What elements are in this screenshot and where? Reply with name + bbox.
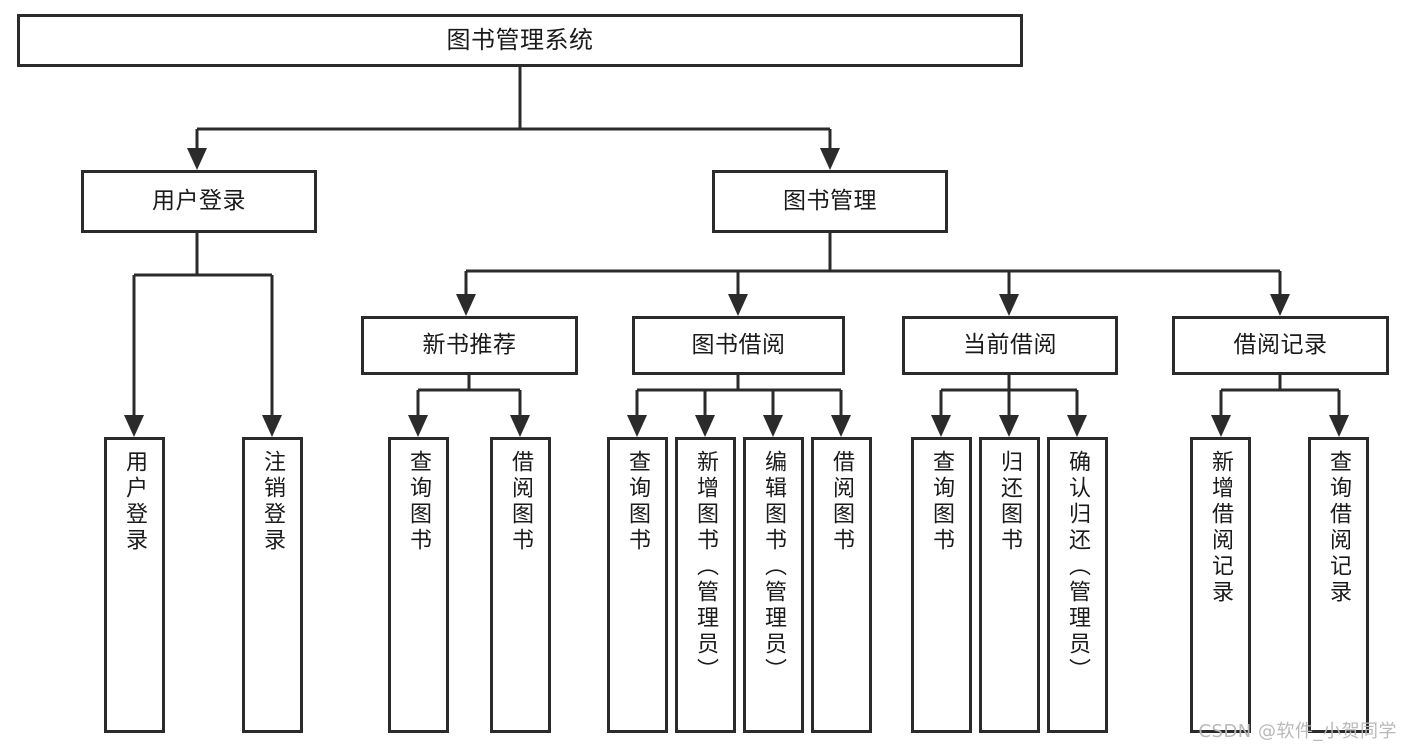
node-root[interactable]: 图书管理系统 (17, 14, 1023, 67)
leaf-node-label: 借阅图书 (829, 450, 855, 554)
node-borrow-record-label: 借阅记录 (1233, 331, 1328, 358)
leaf-node[interactable]: 查询借阅记录 (1308, 437, 1369, 733)
leaf-node[interactable]: 新增借阅记录 (1190, 437, 1251, 733)
leaf-node[interactable]: 新增图书（管理员） (675, 437, 736, 733)
csdn-watermark: CSDN @软件_小贺同学 (1198, 721, 1397, 742)
leaf-node[interactable]: 查询图书 (388, 437, 449, 733)
leaf-node[interactable]: 借阅图书 (811, 437, 872, 733)
node-book-borrow[interactable]: 图书借阅 (632, 316, 845, 375)
node-new-book-recommend-label: 新书推荐 (422, 331, 517, 358)
node-root-label: 图书管理系统 (446, 26, 594, 55)
leaf-node-label: 用户登录 (122, 450, 148, 554)
leaf-node[interactable]: 确认归还（管理员） (1047, 437, 1108, 733)
node-borrow-record[interactable]: 借阅记录 (1172, 316, 1389, 375)
leaf-node-label: 归还图书 (997, 450, 1023, 554)
leaf-node-label: 编辑图书（管理员） (761, 450, 787, 684)
leaf-node[interactable]: 注销登录 (242, 437, 303, 733)
leaf-node-label: 新增借阅记录 (1208, 450, 1234, 606)
leaf-node[interactable]: 查询图书 (911, 437, 972, 733)
leaf-node-label: 查询图书 (929, 450, 955, 554)
leaf-node[interactable]: 编辑图书（管理员） (743, 437, 804, 733)
leaf-node[interactable]: 借阅图书 (490, 437, 551, 733)
node-book-borrow-label: 图书借阅 (691, 331, 786, 358)
node-current-borrow[interactable]: 当前借阅 (902, 316, 1118, 375)
leaf-node[interactable]: 归还图书 (979, 437, 1040, 733)
node-user-login[interactable]: 用户登录 (81, 170, 317, 233)
leaf-node-label: 确认归还（管理员） (1065, 450, 1091, 684)
node-current-borrow-label: 当前借阅 (963, 331, 1057, 358)
leaf-node[interactable]: 用户登录 (104, 437, 165, 733)
node-user-login-label: 用户登录 (152, 187, 246, 214)
leaf-node-label: 查询图书 (406, 450, 432, 554)
leaf-node-label: 查询借阅记录 (1326, 450, 1352, 606)
leaf-node-label: 注销登录 (260, 450, 286, 554)
leaf-node[interactable]: 查询图书 (607, 437, 668, 733)
node-new-book-recommend[interactable]: 新书推荐 (361, 316, 578, 375)
node-book-management-label: 图书管理 (783, 187, 877, 214)
node-book-management[interactable]: 图书管理 (712, 170, 948, 233)
leaf-node-label: 查询图书 (625, 450, 651, 554)
leaf-node-label: 新增图书（管理员） (693, 450, 719, 684)
leaf-node-label: 借阅图书 (508, 450, 534, 554)
